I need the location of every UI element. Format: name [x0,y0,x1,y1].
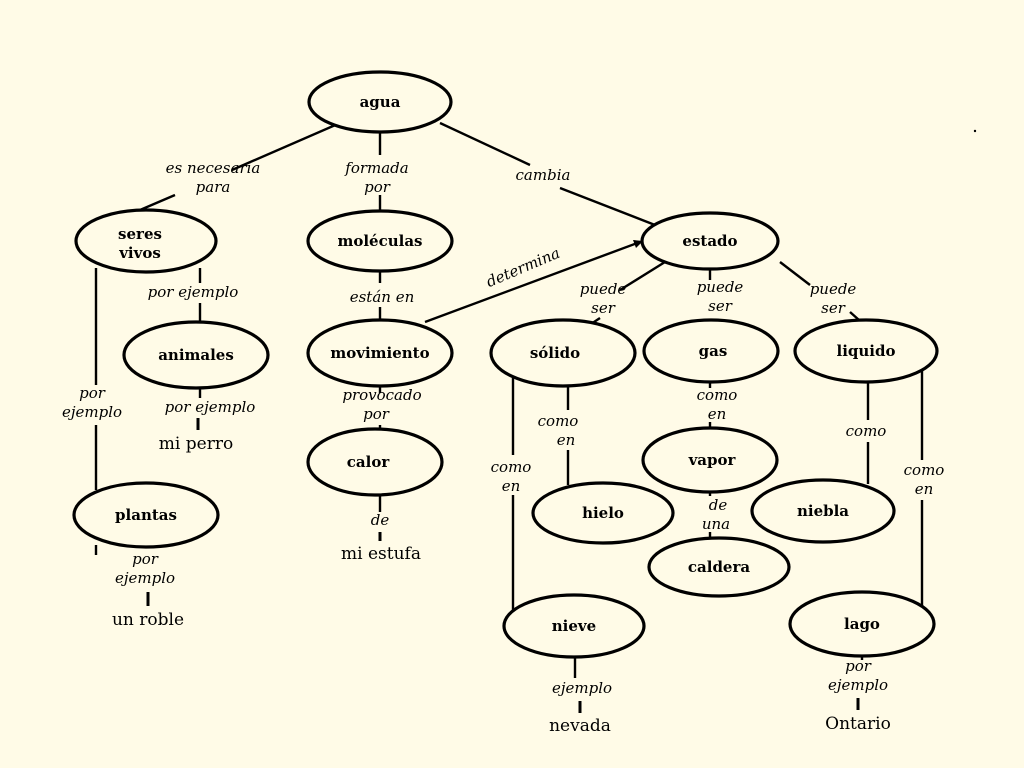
speck-dot [973,129,977,133]
link-label: por [364,178,391,196]
node-label: animales [158,346,234,364]
link-label: ser [591,299,616,317]
link-label: en [915,480,934,498]
link-label: como [538,412,579,430]
leaf-ticks [146,418,860,713]
link-label: ejemplo [828,676,888,694]
link-label: puede [810,280,857,298]
link-label: como [904,461,945,479]
node-label: agua [360,93,401,111]
link-label: por [132,550,159,568]
example-un-roble: un roble [112,610,184,630]
node-plantas: plantas [72,481,220,549]
link-label: por ejemplo [165,398,256,416]
link-label: por [79,384,106,402]
link-label: están en [350,288,415,306]
node-label: plantas [115,506,177,524]
node-niebla: niebla [750,478,896,544]
link-label: en [708,405,727,423]
node-label: sólido [530,344,580,362]
link-label: cambia [516,166,571,184]
node-liquido: liquido [793,318,939,384]
link-label: ejemplo [552,679,612,697]
node-label: caldera [688,558,750,576]
link-label: determina [484,244,563,291]
link-label: ejemplo [62,403,122,421]
node-lago: lago [788,590,936,658]
link-label: en [502,477,521,495]
node-label: niebla [797,502,849,520]
node-label: calor [347,453,391,471]
node-label: gas [699,342,728,360]
link-label: como [491,458,532,476]
example-ontario: Ontario [825,714,891,734]
example-mi-estufa: mi estufa [341,544,421,564]
link-label: por [845,657,872,675]
node-label: estado [682,232,737,250]
link-label: de [371,511,390,529]
node-label: hielo [582,504,624,522]
link-label: como [697,386,738,404]
link-label: una [702,515,730,533]
node-movimiento: movimiento [306,318,454,388]
node-vapor: vapor [641,426,779,494]
node-caldera: caldera [647,536,791,598]
node-label: moléculas [337,232,422,250]
link-label: puede [580,280,627,298]
node-label: vivos [118,244,161,262]
link-label: ejemplo [115,569,175,587]
link-label: es necesaria [166,159,261,177]
node-moleculas: moléculas [306,209,454,273]
link-label: formada [344,159,408,177]
node-animales: animales [122,320,270,390]
node-nieve: nieve [502,593,646,659]
link-label: en [557,431,576,449]
link-label: como [846,422,887,440]
node-label: lago [844,615,880,633]
link-label: provocado [342,386,421,404]
node-seres-vivos: seres vivos [74,208,218,274]
example-mi-perro: mi perro [159,434,233,454]
link-label: ser [821,299,846,317]
node-label: movimiento [330,344,429,362]
example-labels: mi perro mi estufa un roble nevada Ontar… [112,434,891,736]
link-labels: es necesaria para formada por cambia por… [62,159,944,697]
node-label: vapor [688,451,737,469]
node-estado: estado [640,211,780,271]
node-label: liquido [837,342,896,360]
node-label: nieve [552,617,596,635]
node-calor: calor [306,427,444,497]
link-label: puede [697,278,744,296]
node-solido: sólido [489,318,637,388]
link-label: de [709,496,728,514]
node-gas: gas [642,318,780,384]
node-hielo: hielo [531,481,675,545]
node-label: seres [118,225,162,243]
link-label: por [363,405,390,423]
node-agua: agua [307,70,453,134]
link-label: por ejemplo [148,283,239,301]
link-label: para [196,178,231,196]
example-nevada: nevada [549,716,611,736]
edges [94,121,924,678]
link-label: ser [708,297,733,315]
